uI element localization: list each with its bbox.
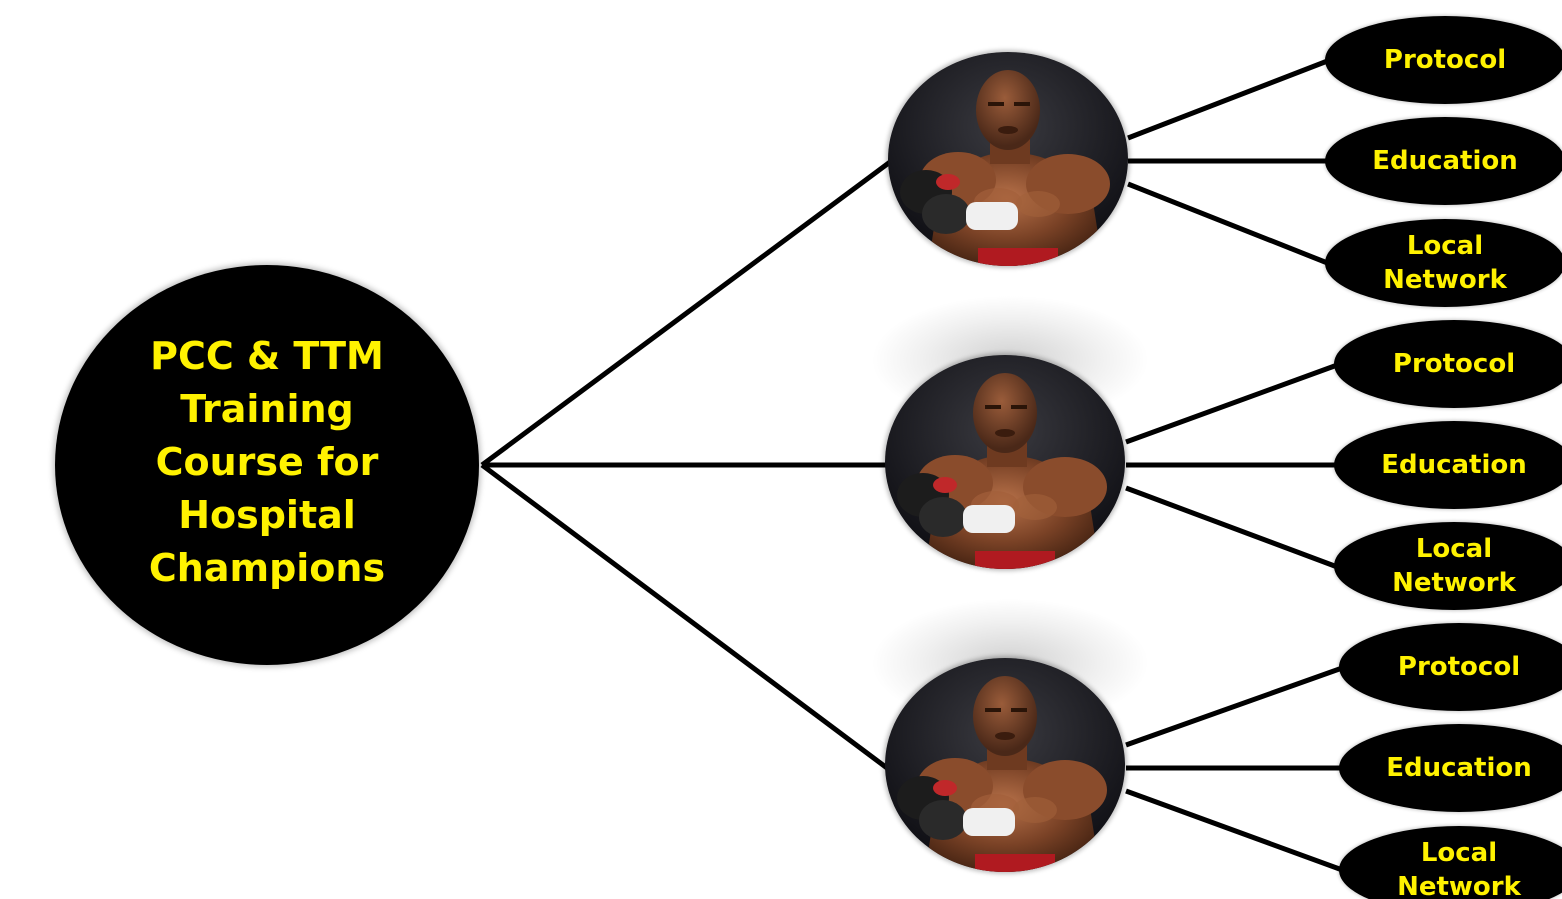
root-node-label: PCC & TTM Training Course for Hospital C… — [148, 333, 386, 590]
boxer-photo-3 — [885, 658, 1125, 872]
connector-branch-2-leaf-3 — [1125, 485, 1341, 571]
leaf-local-network: Local Network — [1325, 219, 1562, 307]
leaf-label: Protocol — [1392, 349, 1516, 379]
leaf-protocol: Protocol — [1334, 320, 1562, 408]
leaf-education: Education — [1339, 724, 1562, 812]
leaf-protocol: Protocol — [1325, 16, 1562, 104]
leaf-label: Protocol — [1383, 45, 1507, 75]
leaf-label: Local Network — [1392, 534, 1516, 598]
boxer-photo-1 — [888, 52, 1128, 266]
leaf-education: Education — [1325, 117, 1562, 205]
connector-branch-1-leaf-3 — [1127, 181, 1331, 267]
leaf-label: Education — [1381, 450, 1527, 480]
connector-branch-3-leaf-3 — [1125, 788, 1346, 874]
leaf-label: Local Network — [1397, 838, 1521, 899]
connector-root-branch-3 — [480, 462, 889, 771]
boxer-photo-2 — [885, 355, 1125, 569]
connector-root-branch-1 — [480, 159, 892, 468]
connector-branch-1-leaf-1 — [1127, 57, 1331, 141]
root-node: PCC & TTM Training Course for Hospital C… — [55, 265, 479, 665]
leaf-local-network: Local Network — [1339, 826, 1562, 899]
leaf-label: Education — [1386, 753, 1532, 783]
leaf-label: Education — [1372, 146, 1518, 176]
leaf-education: Education — [1334, 421, 1562, 509]
leaf-label: Protocol — [1397, 652, 1521, 682]
leaf-protocol: Protocol — [1339, 623, 1562, 711]
connector-branch-3-leaf-1 — [1125, 664, 1346, 748]
leaf-label: Local Network — [1383, 231, 1507, 295]
leaf-local-network: Local Network — [1334, 522, 1562, 610]
connector-branch-2-leaf-1 — [1125, 361, 1341, 445]
